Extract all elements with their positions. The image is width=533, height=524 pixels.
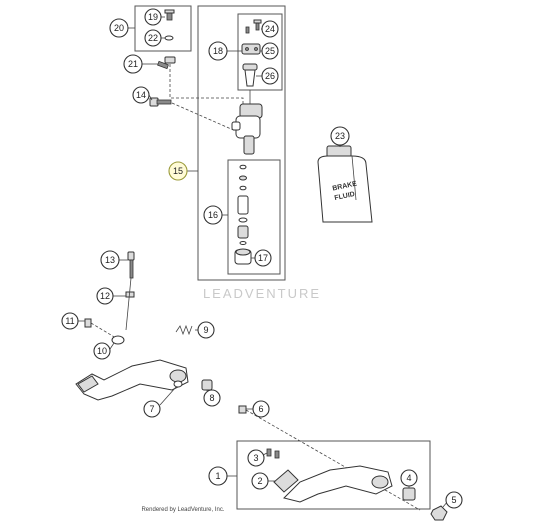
callout-8[interactable]: 8 [203, 389, 221, 407]
callout-5[interactable]: 5 [445, 491, 463, 509]
svg-text:12: 12 [100, 291, 110, 301]
assembly-line-13 [125, 277, 132, 331]
assembly-line-21 [169, 64, 244, 112]
callout-17[interactable]: 17 [254, 249, 272, 267]
svg-text:14: 14 [136, 90, 146, 100]
group-box-15 [197, 5, 286, 281]
svg-text:10: 10 [97, 346, 107, 356]
svg-text:18: 18 [213, 46, 223, 56]
part-washer-22 [164, 35, 174, 41]
footer-credit: Rendered by LeadVenture, Inc. [141, 507, 224, 513]
part-bolt-6 [238, 405, 421, 511]
svg-text:13: 13 [105, 255, 115, 265]
leader-7 [159, 386, 177, 406]
callout-6[interactable]: 6 [252, 400, 270, 418]
part-bolt-21 [157, 56, 176, 70]
part-rod-13 [127, 251, 135, 279]
svg-text:17: 17 [258, 253, 268, 263]
svg-text:22: 22 [148, 33, 158, 43]
callout-21[interactable]: 21 [123, 54, 143, 74]
part-pad-2 [273, 469, 299, 493]
part-pin-11 [84, 318, 117, 339]
callout-9[interactable]: 9 [197, 321, 215, 339]
group-box-1 [236, 440, 431, 510]
svg-text:3: 3 [253, 453, 258, 463]
svg-text:15: 15 [173, 166, 183, 176]
callout-20[interactable]: 20 [109, 18, 129, 38]
svg-text:24: 24 [265, 24, 275, 34]
svg-text:8: 8 [209, 393, 214, 403]
part-cap-25 [241, 43, 261, 55]
part-clevis-10 [111, 335, 125, 345]
svg-text:23: 23 [335, 131, 345, 141]
part-screw-24 [245, 19, 262, 34]
callout-26[interactable]: 26 [261, 67, 279, 85]
part-bushing-4 [402, 487, 416, 501]
part-piston-kit-16 [234, 164, 252, 265]
part-reservoir-26 [242, 63, 258, 87]
callout-4[interactable]: 4 [400, 469, 418, 487]
part-brake-pedal [75, 359, 189, 401]
svg-text:16: 16 [208, 210, 218, 220]
callout-15[interactable]: 15 [168, 161, 188, 181]
leader-10 [109, 342, 115, 350]
svg-text:7: 7 [149, 404, 154, 414]
callout-7[interactable]: 7 [143, 400, 161, 418]
svg-text:9: 9 [203, 325, 208, 335]
svg-text:20: 20 [114, 23, 124, 33]
callout-25[interactable]: 25 [261, 42, 279, 60]
callout-2[interactable]: 2 [251, 472, 269, 490]
group-box-18 [237, 13, 283, 91]
callout-3[interactable]: 3 [247, 449, 265, 467]
part-pad-7 [173, 380, 183, 388]
callout-23[interactable]: 23 [330, 126, 350, 146]
part-bushing-8 [201, 379, 213, 391]
callout-16[interactable]: 16 [203, 205, 223, 225]
group-box-20 [134, 5, 192, 52]
callout-22[interactable]: 22 [144, 29, 162, 47]
callout-18[interactable]: 18 [208, 41, 228, 61]
svg-text:2: 2 [257, 476, 262, 486]
callout-19[interactable]: 19 [144, 8, 162, 26]
bottle-label-fluid: FLUID [334, 191, 356, 202]
part-nut-5 [430, 505, 448, 521]
part-spring-9 [175, 324, 193, 336]
part-bolt-14 [149, 97, 172, 107]
callout-13[interactable]: 13 [100, 250, 120, 270]
svg-text:6: 6 [258, 404, 263, 414]
svg-text:1: 1 [215, 471, 220, 481]
watermark: LEADVENTURE [203, 286, 321, 301]
svg-text:11: 11 [65, 316, 74, 326]
callout-11[interactable]: 11 [61, 312, 79, 330]
svg-text:26: 26 [265, 71, 275, 81]
svg-text:19: 19 [148, 12, 158, 22]
callout-1[interactable]: 1 [208, 466, 228, 486]
callout-10[interactable]: 10 [93, 342, 111, 360]
svg-text:25: 25 [265, 46, 275, 56]
part-brake-fluid-bottle-23: BRAKE FLUID [317, 145, 373, 223]
part-master-cylinder [231, 90, 263, 155]
callout-12[interactable]: 12 [96, 287, 114, 305]
svg-text:4: 4 [406, 473, 411, 483]
part-screw-19 [164, 9, 175, 21]
svg-text:21: 21 [128, 59, 138, 69]
group-box-16 [227, 159, 281, 275]
part-nut-12 [125, 291, 135, 298]
callout-24[interactable]: 24 [261, 20, 279, 38]
part-screw-3 [266, 448, 280, 459]
part-pedal-assembly-1 [283, 465, 393, 503]
svg-text:5: 5 [451, 495, 456, 505]
callout-14[interactable]: 14 [132, 86, 150, 104]
assembly-line-14 [171, 102, 239, 133]
